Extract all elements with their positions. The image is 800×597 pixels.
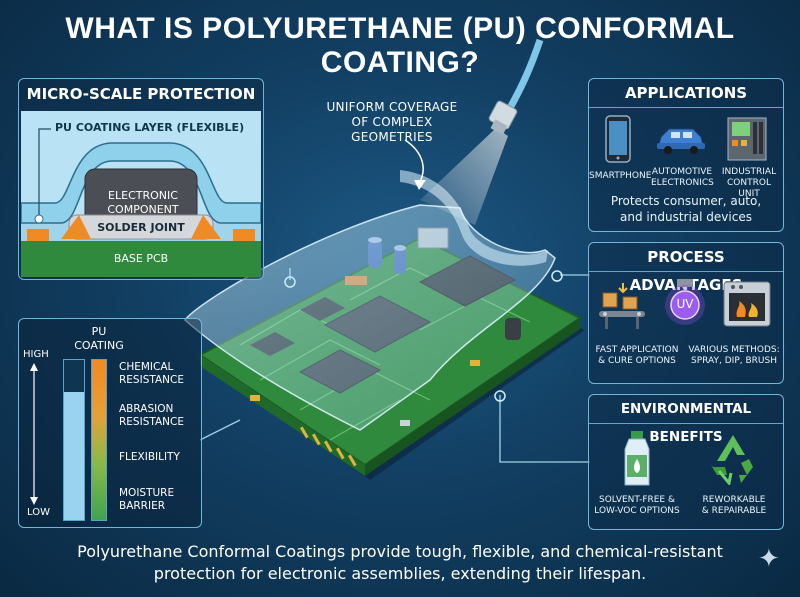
oven-icon — [723, 281, 771, 327]
scale-arrow — [30, 363, 38, 505]
cross-section-diagram — [21, 111, 261, 277]
app-automotive-line1: AUTOMOTIVE — [651, 167, 713, 177]
connector-line — [499, 395, 590, 463]
process-methods-line2: SPRAY, DIP, BRUSH — [691, 356, 777, 366]
env-solvent-line1: SOLVENT-FREE & — [599, 495, 675, 505]
micro-scale-panel: MICRO-SCALE PROTECTION PU COATING LAYER … — [18, 78, 264, 280]
bottle-icon — [624, 431, 650, 486]
app-smartphone-label: SMARTPHONE — [589, 171, 651, 182]
spray-cone — [420, 128, 508, 225]
properties-panel: PU COATING HIGH LOW CHEMICAL RESISTANCE … — [18, 318, 202, 528]
property-moisture: MOISTURE BARRIER — [119, 487, 174, 513]
sparkle-icon: ✦ — [758, 544, 780, 574]
property-moisture-line2: BARRIER — [119, 500, 166, 512]
app-automotive-line2: ELECTRONICS — [651, 178, 714, 188]
car-icon — [657, 128, 705, 154]
coating-label: PU COATING LAYER (FLEXIBLE) — [55, 121, 245, 134]
property-gradient-bar — [91, 359, 107, 521]
footer-line1: Polyurethane Conformal Coatings provide … — [77, 542, 723, 561]
app-automotive-label: AUTOMOTIVE ELECTRONICS — [651, 167, 714, 189]
process-fast-line1: FAST APPLICATION — [595, 345, 679, 355]
low-label: LOW — [27, 507, 50, 518]
coating-line2: COATING — [74, 339, 124, 352]
app-industrial-line1: INDUSTRIAL — [721, 167, 777, 177]
high-label: HIGH — [23, 349, 49, 360]
process-methods-label: VARIOUS METHODS: SPRAY, DIP, BRUSH — [685, 345, 783, 367]
callout-line1: UNIFORM COVERAGE — [326, 100, 458, 114]
applications-note-line2: and industrial devices — [620, 210, 752, 224]
smartphone-icon — [605, 115, 631, 163]
process-fast-label: FAST APPLICATION & CURE OPTIONS — [589, 345, 685, 367]
solder-label: SOLDER JOINT — [97, 221, 185, 234]
property-abrasion-line1: ABRASION — [119, 403, 174, 415]
app-industrial-label: INDUSTRIAL CONTROL UNIT — [715, 167, 783, 200]
app-industrial-line2: CONTROL UNIT — [727, 178, 771, 199]
process-panel: PROCESS ADVANTAGES UV FAST APPLICATION &… — [588, 242, 784, 384]
micro-heading: MICRO-SCALE PROTECTION — [26, 85, 256, 103]
env-rework-line1: REWORKABLE — [702, 495, 766, 505]
property-abrasion: ABRASION RESISTANCE — [119, 403, 184, 429]
env-rework-line2: & REPAIRABLE — [701, 506, 767, 516]
process-fast-line2: & CURE OPTIONS — [598, 356, 676, 366]
component-line1: ELECTRONIC — [108, 189, 178, 202]
pu-coating-bar — [63, 359, 85, 521]
coating-line1: PU — [91, 325, 107, 338]
uv-lamp-icon — [665, 279, 705, 325]
connector-dot — [551, 270, 563, 282]
component-line2: COMPONENT — [107, 203, 179, 216]
component-label: ELECTRONIC COMPONENT — [87, 189, 199, 217]
env-rework-label: REWORKABLE & REPAIRABLE — [685, 495, 783, 517]
property-abrasion-line2: RESISTANCE — [119, 416, 184, 428]
process-heading: PROCESS ADVANTAGES — [589, 243, 783, 294]
connector-line — [199, 419, 241, 441]
footer-summary: Polyurethane Conformal Coatings provide … — [40, 541, 760, 585]
control-unit-icon — [727, 117, 767, 161]
callout-line2: OF COMPLEX GEOMETRIES — [351, 115, 433, 144]
process-methods-line1: VARIOUS METHODS: — [688, 345, 780, 355]
base-pcb — [21, 241, 261, 277]
applications-heading: APPLICATIONS — [589, 79, 783, 108]
app-smartphone-line1: SMARTPHONE — [589, 171, 652, 181]
coating-sheet — [183, 204, 556, 431]
coating-title: PU COATING — [69, 325, 129, 353]
environment-panel: ENVIRONMENTAL BENEFITS SOLVENT-FREE & LO… — [588, 394, 784, 530]
property-chemical-line2: RESISTANCE — [119, 374, 184, 386]
property-flexibility-line1: FLEXIBILITY — [119, 451, 180, 463]
callout-arrow — [404, 139, 424, 183]
env-solvent-label: SOLVENT-FREE & LOW-VOC OPTIONS — [589, 495, 685, 517]
property-flexibility: FLEXIBILITY — [119, 451, 180, 464]
property-moisture-line1: MOISTURE — [119, 487, 175, 499]
applications-panel: APPLICATIONS SMARTPHONE AUTOMOTIVE ELECT… — [588, 78, 784, 232]
env-solvent-line2: LOW-VOC OPTIONS — [594, 506, 680, 516]
connector-dot — [494, 390, 506, 402]
applications-note: Protects consumer, auto, and industrial … — [589, 193, 783, 225]
recycle-icon — [711, 435, 753, 485]
environment-heading: ENVIRONMENTAL BENEFITS — [589, 395, 783, 445]
applications-note-line1: Protects consumer, auto, — [610, 194, 762, 208]
pcb-label: BASE PCB — [113, 252, 169, 265]
uv-text: UV — [676, 297, 694, 311]
coverage-callout: UNIFORM COVERAGE OF COMPLEX GEOMETRIES — [312, 100, 472, 145]
capacitor — [505, 318, 521, 340]
footer-line2: protection for electronic assemblies, ex… — [153, 564, 647, 583]
property-chemical-line1: CHEMICAL — [119, 361, 174, 373]
conveyor-icon — [599, 283, 645, 329]
page-title: WHAT IS POLYURETHANE (PU) CONFORMAL COAT… — [65, 12, 735, 79]
property-chemical: CHEMICAL RESISTANCE — [119, 361, 184, 387]
